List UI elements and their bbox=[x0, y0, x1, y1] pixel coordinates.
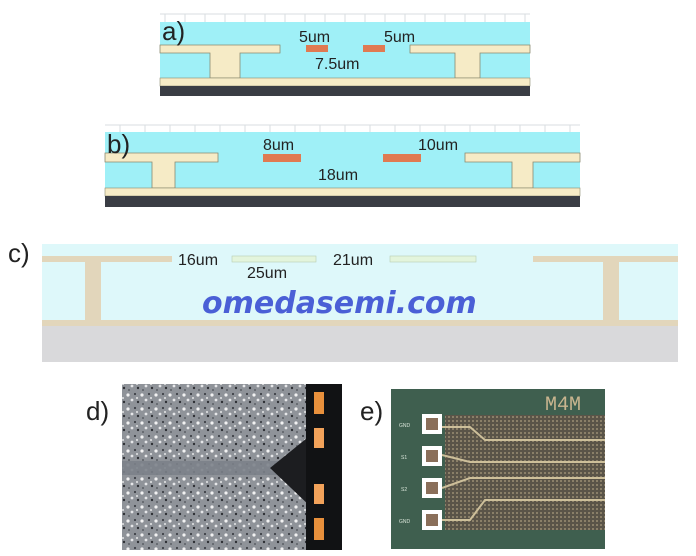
panel-a-dim-center: 7.5um bbox=[315, 56, 359, 73]
panel-a-dim-right: 5um bbox=[384, 29, 415, 46]
panel-c-label: c) bbox=[8, 238, 30, 268]
panel-b-label: b) bbox=[107, 129, 130, 159]
panel-b-dielectric bbox=[105, 132, 580, 195]
panel-a-substrate bbox=[160, 86, 530, 96]
panel-e-trace-4 bbox=[442, 499, 605, 521]
panel-d-contact-2 bbox=[314, 428, 324, 448]
panel-d-probe-tip bbox=[270, 434, 312, 508]
panel-d-contact-3 bbox=[314, 484, 324, 504]
panel-e: M4M GND S1 S2 GND e) bbox=[360, 389, 605, 549]
panel-e-pad-3: S2 bbox=[401, 478, 442, 498]
panel-b-dim-right: 10um bbox=[418, 137, 458, 154]
watermark: omedasemi.com bbox=[202, 286, 477, 321]
panel-c-dim-right: 21um bbox=[333, 252, 373, 269]
panel-d-contact-1 bbox=[314, 392, 324, 414]
panel-e-chip-marking: M4M bbox=[545, 394, 581, 417]
panel-e-trace-field bbox=[445, 415, 605, 530]
panel-d-label: d) bbox=[86, 396, 109, 426]
panel-e-pad-3-label: S2 bbox=[401, 487, 407, 493]
panel-c-right-ground-top bbox=[533, 256, 678, 262]
panel-e-trace-2 bbox=[441, 454, 605, 463]
panel-e-pad-4: GND bbox=[399, 510, 442, 530]
panel-b-signal-left bbox=[263, 154, 301, 162]
panel-a-ruler bbox=[160, 13, 530, 22]
panel-b-signal-right bbox=[383, 154, 421, 162]
panel-c-right-via bbox=[603, 262, 619, 320]
panel-c-left-ground-top bbox=[42, 256, 172, 262]
panel-e-pad-1: GND bbox=[399, 414, 442, 434]
panel-b-bottom-plane bbox=[104, 187, 581, 197]
panel-b-dim-left: 8um bbox=[263, 137, 294, 154]
panel-e-trace-1 bbox=[442, 426, 605, 441]
panel-a-dim-left: 5um bbox=[299, 29, 330, 46]
panel-d-contact-4 bbox=[314, 518, 324, 540]
panel-c: c) 16um 21um 25um bbox=[8, 238, 678, 362]
panel-c-dim-center: 25um bbox=[247, 265, 287, 282]
panel-c-bottom-plane bbox=[42, 320, 678, 326]
panel-e-traces bbox=[441, 426, 605, 521]
panel-e-pad-1-label: GND bbox=[399, 423, 411, 429]
panel-a-label: a) bbox=[162, 16, 185, 46]
panel-c-dim-left: 16um bbox=[178, 252, 218, 269]
panel-a-signal-left bbox=[306, 45, 328, 52]
panel-e-label: e) bbox=[360, 396, 383, 426]
panel-a: a) 5um 5um 7.5um bbox=[159, 13, 531, 96]
panel-a-signal-right bbox=[363, 45, 385, 52]
panel-d: d) bbox=[86, 384, 342, 550]
panel-d-groove bbox=[122, 461, 282, 475]
panel-c-substrate bbox=[42, 326, 678, 362]
panel-e-pad-4-label: GND bbox=[399, 519, 411, 525]
panel-b-ruler bbox=[105, 124, 580, 132]
panel-e-pad-2-label: S1 bbox=[401, 455, 407, 461]
panel-b-dim-center: 18um bbox=[318, 167, 358, 184]
panel-a-bottom-plane bbox=[159, 77, 531, 87]
panel-b: b) 8um 10um 18um bbox=[104, 124, 581, 207]
panel-e-pad-2: S1 bbox=[401, 446, 442, 466]
panel-c-signal-right bbox=[389, 255, 477, 263]
panel-c-left-via bbox=[85, 262, 101, 320]
panel-e-trace-3 bbox=[441, 477, 605, 489]
panel-c-signal-left bbox=[231, 255, 317, 263]
panel-b-substrate bbox=[105, 196, 580, 207]
